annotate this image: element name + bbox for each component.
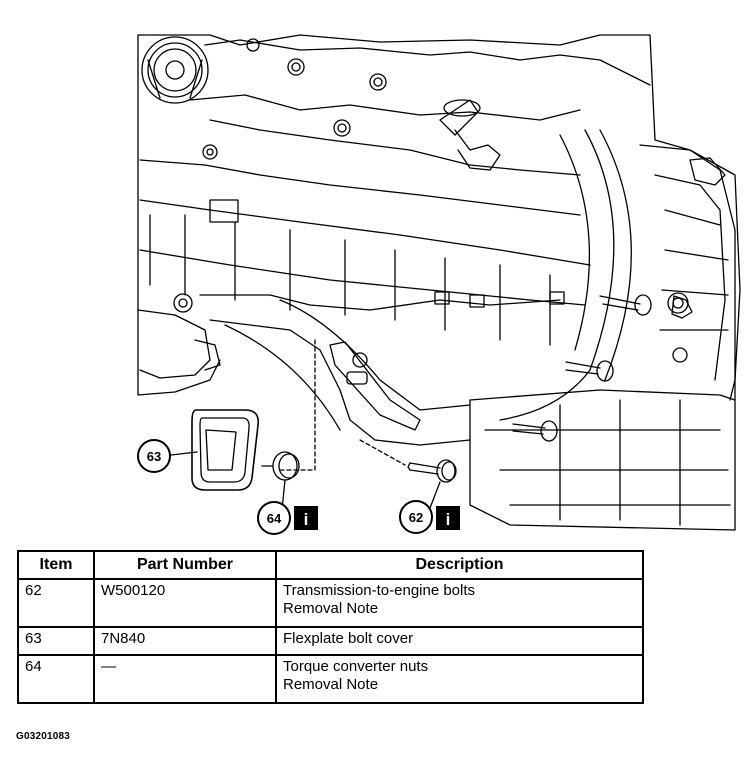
table-header-row: Item Part Number Description [17, 550, 644, 580]
header-part-number: Part Number [93, 550, 277, 580]
cell-item: 62 [17, 578, 95, 628]
description-text: Flexplate bolt cover [283, 630, 414, 647]
svg-text:i: i [304, 510, 309, 529]
header-description: Description [275, 550, 644, 580]
cell-part-number: W500120 [93, 578, 277, 628]
description-text: Torque converter nuts [283, 658, 429, 675]
cell-description: Torque converter nuts Removal Note [275, 654, 644, 704]
info-icon[interactable]: i [436, 506, 460, 530]
cell-part-number: — [93, 654, 277, 704]
figure-code: G03201083 [16, 731, 71, 742]
table-row: 62 W500120 Transmission-to-engine bolts … [17, 578, 644, 628]
removal-note-link[interactable]: Removal Note [283, 600, 379, 617]
cell-part-number: 7N840 [93, 626, 277, 656]
callout-62-label: 62 [409, 510, 423, 525]
cell-description: Flexplate bolt cover [275, 626, 644, 656]
callout-63-label: 63 [147, 449, 161, 464]
removal-note-link[interactable]: Removal Note [283, 676, 379, 693]
cell-item: 64 [17, 654, 95, 704]
table-row: 63 7N840 Flexplate bolt cover [17, 626, 644, 656]
callout-62: 62 i [399, 500, 460, 534]
header-item: Item [17, 550, 95, 580]
table-row: 64 — Torque converter nuts Removal Note [17, 654, 644, 704]
info-icon[interactable]: i [294, 506, 318, 530]
svg-text:i: i [446, 510, 451, 529]
parts-table: Item Part Number Description 62 W500120 … [17, 550, 644, 704]
cell-description: Transmission-to-engine bolts Removal Not… [275, 578, 644, 628]
callout-64-label: 64 [267, 511, 282, 526]
cell-item: 63 [17, 626, 95, 656]
callout-63: 63 [137, 439, 171, 473]
engine-transmission-illustration: 63 64 i 62 i [137, 34, 741, 535]
description-text: Transmission-to-engine bolts [283, 582, 476, 599]
callout-64: 64 i [257, 501, 318, 535]
